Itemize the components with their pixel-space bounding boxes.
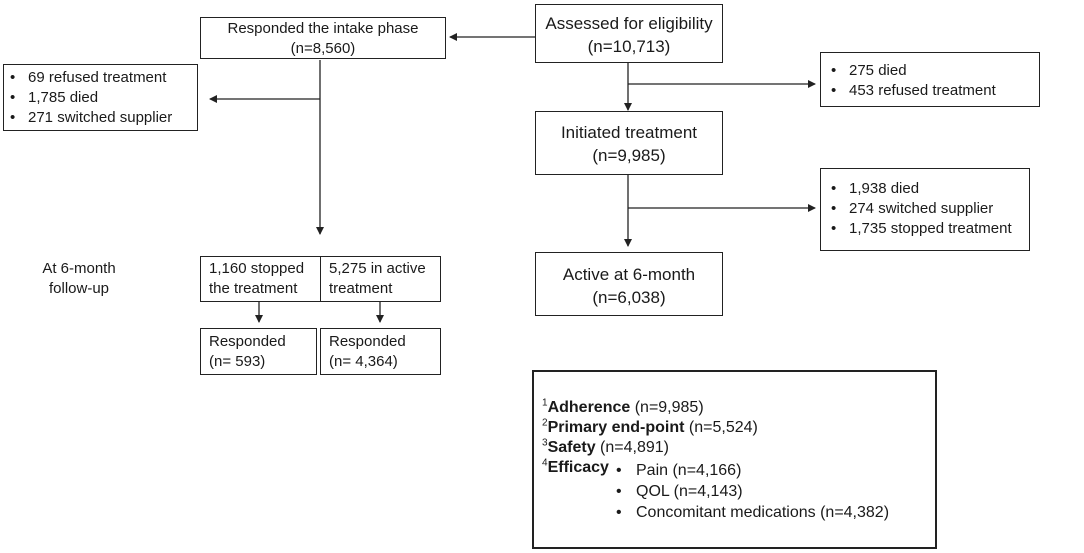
outcomes-summary-box: 1Adherence (n=9,985) 2Primary end-point … (532, 370, 937, 549)
adherence-footnote: 1 (542, 397, 548, 409)
intake-title: Responded the intake phase (227, 20, 419, 37)
efficacy-item: Pain (n=4,166) (612, 460, 889, 481)
in-active-line1: 5,275 in active (329, 260, 426, 277)
assessed-count: (n=10,713) (587, 37, 671, 56)
exclusions-right-top-box: 275 died 453 refused treatment (820, 52, 1040, 107)
initiated-count: (n=9,985) (592, 146, 666, 165)
exclusion-item: 1,938 died (827, 179, 1029, 199)
primary-value: (n=5,524) (684, 419, 758, 436)
active-title: Active at 6-month (562, 265, 696, 284)
efficacy-footnote: 4 (542, 457, 548, 469)
intake-count: (n=8,560) (290, 40, 356, 57)
followup-label-line1: At 6-month (42, 260, 116, 277)
summary-adherence: 1Adherence (n=9,985) (542, 398, 935, 418)
primary-label: Primary end-point (547, 419, 685, 436)
efficacy-item: Concomitant medications (n=4,382) (612, 502, 889, 523)
active-box: Active at 6-month (n=6,038) (535, 252, 723, 316)
assessed-title: Assessed for eligibility (545, 14, 713, 33)
exclusions-left-list: 69 refused treatment 1,785 died 271 swit… (6, 68, 197, 128)
adherence-label: Adherence (547, 399, 631, 416)
adherence-value: (n=9,985) (630, 399, 704, 416)
exclusions-right-top-list: 275 died 453 refused treatment (827, 61, 1039, 101)
exclusion-item: 1,735 stopped treatment (827, 219, 1029, 239)
exclusion-item: 69 refused treatment (6, 68, 197, 88)
exclusion-item: 274 switched supplier (827, 199, 1029, 219)
followup-label: At 6-month follow-up (30, 259, 128, 299)
responded-active-line2: (n= 4,364) (329, 353, 398, 370)
responded-stopped-box: Responded (n= 593) (200, 328, 317, 375)
summary-efficacy: 4Efficacy Pain (n=4,166) QOL (n=4,143) C… (542, 458, 935, 523)
safety-value: (n=4,891) (595, 439, 669, 456)
responded-stopped-line1: Responded (209, 333, 286, 350)
exclusion-item: 1,785 died (6, 88, 197, 108)
exclusion-item: 271 switched supplier (6, 108, 197, 128)
primary-footnote: 2 (542, 417, 548, 429)
followup-label-line2: follow-up (48, 280, 110, 297)
safety-footnote: 3 (542, 437, 548, 449)
assessed-box: Assessed for eligibility (n=10,713) (535, 4, 723, 63)
safety-label: Safety (547, 439, 596, 456)
stopped-box: 1,160 stopped the treatment (200, 256, 321, 302)
exclusion-item: 453 refused treatment (827, 81, 1039, 101)
exclusions-right-mid-list: 1,938 died 274 switched supplier 1,735 s… (827, 179, 1029, 239)
in-active-line2: treatment (329, 280, 393, 297)
stopped-line1: 1,160 stopped (209, 260, 305, 277)
exclusion-item: 275 died (827, 61, 1039, 81)
responded-active-line1: Responded (329, 333, 406, 350)
in-active-box: 5,275 in active treatment (320, 256, 441, 302)
exclusions-left-box: 69 refused treatment 1,785 died 271 swit… (3, 64, 198, 131)
efficacy-heading: 4Efficacy (542, 458, 612, 523)
summary-primary: 2Primary end-point (n=5,524) (542, 418, 935, 438)
initiated-box: Initiated treatment (n=9,985) (535, 111, 723, 175)
initiated-title: Initiated treatment (560, 123, 698, 142)
exclusions-right-mid-box: 1,938 died 274 switched supplier 1,735 s… (820, 168, 1030, 251)
efficacy-list: Pain (n=4,166) QOL (n=4,143) Concomitant… (612, 460, 889, 523)
active-count: (n=6,038) (592, 288, 666, 307)
responded-active-box: Responded (n= 4,364) (320, 328, 441, 375)
responded-stopped-line2: (n= 593) (209, 353, 266, 370)
summary-safety: 3Safety (n=4,891) (542, 438, 935, 458)
efficacy-item: QOL (n=4,143) (612, 481, 889, 502)
stopped-line2: the treatment (209, 280, 298, 297)
efficacy-label: Efficacy (547, 459, 609, 476)
intake-box: Responded the intake phase (n=8,560) (200, 17, 446, 59)
